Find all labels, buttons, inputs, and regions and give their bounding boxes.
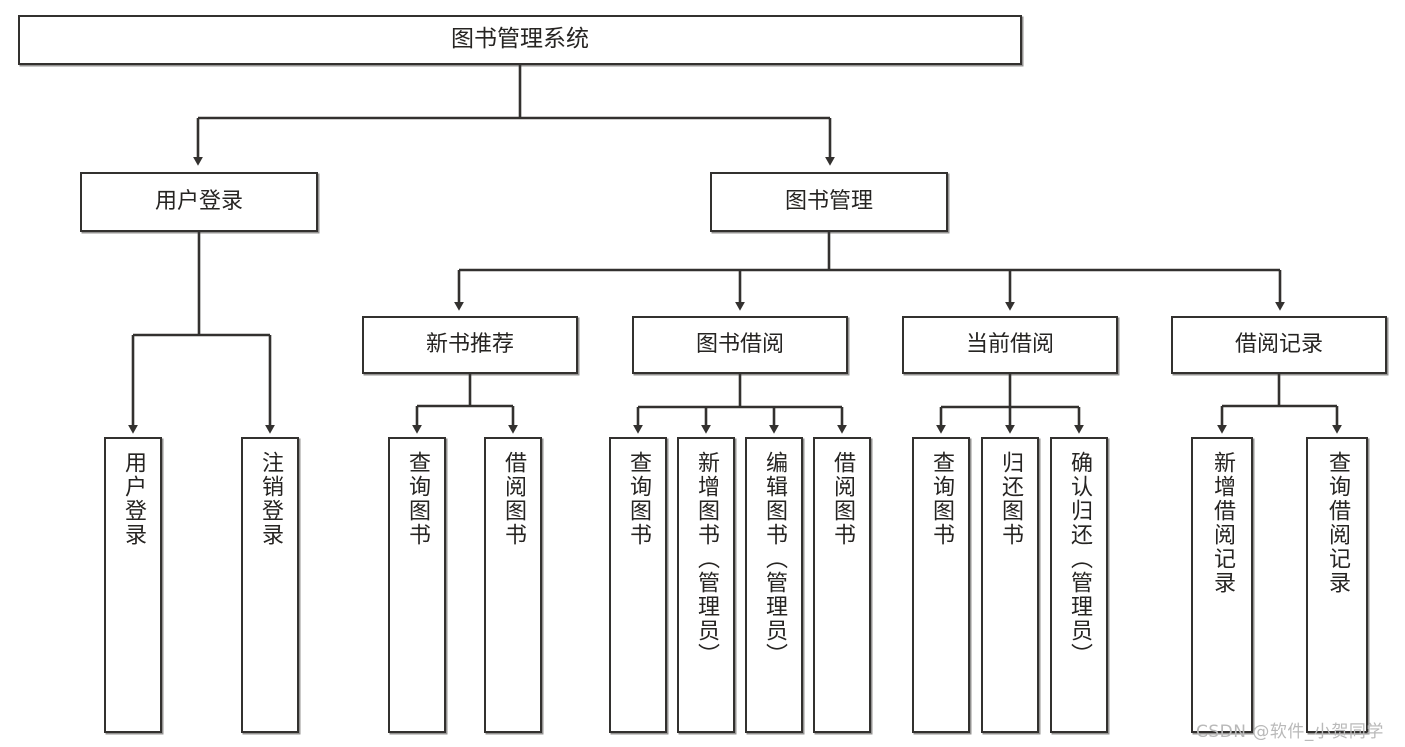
node-label: 新增图书（管理员） — [694, 451, 719, 667]
node-label: 用户登录 — [121, 451, 146, 547]
node-book-borrow[interactable]: 图书借阅 — [632, 316, 848, 374]
node-label: 查询图书 — [929, 451, 954, 547]
node-label: 借阅记录 — [1234, 332, 1323, 358]
node-label: 当前借阅 — [965, 332, 1054, 358]
node-label: 查询图书 — [405, 451, 430, 547]
node-label: 查询图书 — [626, 451, 651, 547]
leaf-borrow-add-book-admin[interactable]: 新增图书（管理员） — [677, 437, 735, 733]
leaf-record-query-record[interactable]: 查询借阅记录 — [1306, 437, 1368, 733]
node-label: 新增借阅记录 — [1210, 451, 1235, 595]
leaf-user-login-login[interactable]: 用户登录 — [104, 437, 162, 733]
node-borrow-record[interactable]: 借阅记录 — [1171, 316, 1387, 374]
node-new-book-recommend[interactable]: 新书推荐 — [362, 316, 578, 374]
leaf-current-query-book[interactable]: 查询图书 — [912, 437, 970, 733]
leaf-current-confirm-return-admin[interactable]: 确认归还（管理员） — [1050, 437, 1108, 733]
leaf-current-return-book[interactable]: 归还图书 — [981, 437, 1039, 733]
node-label: 编辑图书（管理员） — [762, 451, 787, 667]
leaf-recommend-borrow-book[interactable]: 借阅图书 — [484, 437, 542, 733]
node-label: 图书管理系统 — [451, 26, 589, 53]
node-root-system[interactable]: 图书管理系统 — [18, 15, 1022, 65]
node-current-borrow[interactable]: 当前借阅 — [902, 316, 1118, 374]
node-label: 新书推荐 — [425, 332, 514, 358]
node-label: 归还图书 — [998, 451, 1023, 547]
node-label: 图书借阅 — [695, 332, 784, 358]
node-label: 借阅图书 — [830, 451, 855, 547]
node-label: 用户登录 — [154, 189, 243, 215]
leaf-user-login-logout[interactable]: 注销登录 — [241, 437, 299, 733]
leaf-record-add-record[interactable]: 新增借阅记录 — [1191, 437, 1253, 733]
node-book-management[interactable]: 图书管理 — [710, 172, 948, 232]
node-label: 查询借阅记录 — [1325, 451, 1350, 595]
node-label: 注销登录 — [258, 451, 283, 547]
node-label: 确认归还（管理员） — [1067, 451, 1092, 667]
leaf-recommend-query-book[interactable]: 查询图书 — [388, 437, 446, 733]
leaf-borrow-edit-book-admin[interactable]: 编辑图书（管理员） — [745, 437, 803, 733]
leaf-borrow-borrow-book[interactable]: 借阅图书 — [813, 437, 871, 733]
node-label: 借阅图书 — [501, 451, 526, 547]
leaf-borrow-query-book[interactable]: 查询图书 — [609, 437, 667, 733]
node-label: 图书管理 — [784, 189, 873, 215]
csdn-watermark: CSDN @软件_小贺同学 — [1196, 722, 1384, 742]
node-user-login[interactable]: 用户登录 — [80, 172, 318, 232]
